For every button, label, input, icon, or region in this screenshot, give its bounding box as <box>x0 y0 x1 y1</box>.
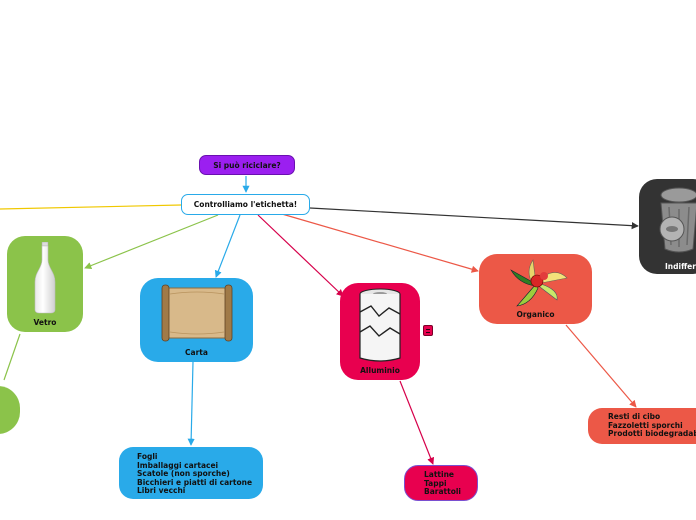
vetro-child-node[interactable] <box>0 386 20 434</box>
vetro-label: Vetro <box>33 318 57 327</box>
alluminio-label: Alluminio <box>360 366 400 375</box>
edge-organico-items <box>565 324 637 408</box>
list-item: Tappi <box>424 478 447 488</box>
edge-center-left-offscreen <box>0 204 182 210</box>
root-question-node[interactable]: Si può riciclare? <box>199 155 295 175</box>
vetro-node[interactable]: Vetro <box>7 236 83 332</box>
soda-can-icon <box>359 288 401 362</box>
list-item: Scatole (non sporche) <box>137 469 230 479</box>
organico-node[interactable]: Organico <box>479 254 592 324</box>
organico-label: Organico <box>516 310 555 319</box>
note-icon[interactable] <box>423 325 433 336</box>
list-item: Fazzoletti sporchi <box>608 420 683 430</box>
carta-items-node[interactable]: Fogli Imballaggi cartacei Scatole (non s… <box>119 447 263 499</box>
edge-center-alluminio <box>257 214 344 297</box>
list-item: Imballaggi cartacei <box>137 460 219 470</box>
list-item: Fogli <box>137 452 158 461</box>
list-item: Libri vecchi <box>137 486 186 496</box>
trash-bin-icon <box>659 187 696 253</box>
edge-carta-items <box>187 361 195 446</box>
list-item: Prodotti biodegradabili <box>608 429 696 439</box>
indifferenziata-label: Indiffer <box>665 262 696 271</box>
carta-label: Carta <box>185 348 208 357</box>
list-item: Resti di cibo <box>608 412 661 421</box>
center-topic-node[interactable]: Controlliamo l'etichetta! <box>181 194 310 215</box>
edge-alluminio-items <box>399 380 435 465</box>
edge-center-indifferenziata <box>309 207 639 230</box>
indifferenziata-node[interactable]: Indiffer <box>639 179 696 274</box>
list-item: Barattoli <box>424 487 462 497</box>
edge-center-organico <box>281 213 479 273</box>
edge-center-carta <box>214 214 241 278</box>
glass-bottle-icon <box>34 242 56 314</box>
center-topic-label: Controlliamo l'etichetta! <box>193 200 298 209</box>
carta-node[interactable]: Carta <box>140 278 253 362</box>
alluminio-items-node[interactable]: Lattine Tappi Barattoli <box>404 465 478 501</box>
list-item: Lattine <box>424 470 455 479</box>
alluminio-node[interactable]: Alluminio <box>340 283 420 380</box>
edge-vetro-child <box>3 333 21 381</box>
edge-center-vetro <box>84 214 219 270</box>
fruit-peels-icon <box>510 259 568 307</box>
paper-scroll-icon <box>161 284 233 342</box>
list-item: Bicchieri e piatti di cartone <box>137 477 253 487</box>
organico-items-node[interactable]: Resti di cibo Fazzoletti sporchi Prodott… <box>588 408 696 444</box>
root-question-label: Si può riciclare? <box>213 160 281 170</box>
